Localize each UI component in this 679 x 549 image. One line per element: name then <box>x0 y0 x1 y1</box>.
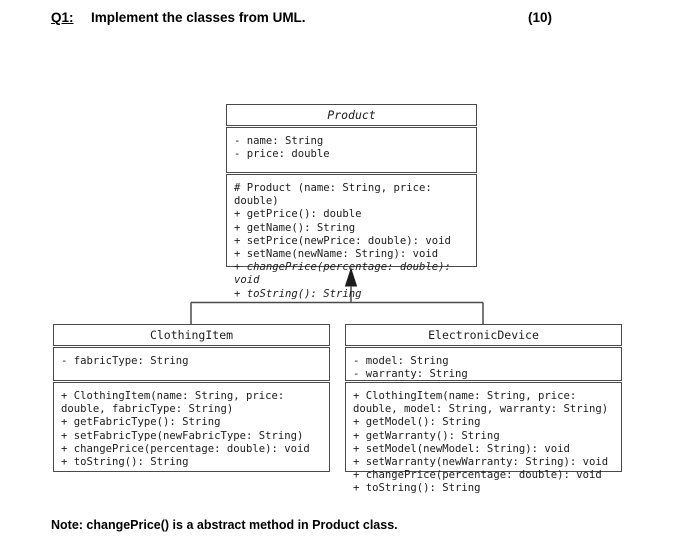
uml-operations-clothingitem: + ClothingItem(name: String, price: doub… <box>53 382 330 472</box>
uml-class-name-clothingitem: ClothingItem <box>53 324 330 346</box>
uml-attribute: - fabricType: String <box>61 355 189 367</box>
uml-class-product: Product - name: String - price: double #… <box>226 104 477 300</box>
uml-operation: + getModel(): String <box>353 416 481 429</box>
uml-operations-product: # Product (name: String, price: double) … <box>226 174 477 300</box>
uml-operation: + setModel(newModel: String): void <box>353 442 570 455</box>
uml-operation: + getWarranty(): String <box>353 429 500 442</box>
uml-operation: + setName(newName: String): void <box>234 248 439 261</box>
uml-attribute: - warranty: String <box>353 368 468 381</box>
uml-operation: + getFabricType(): String <box>61 416 221 429</box>
uml-operation: + getPrice(): double <box>234 208 362 221</box>
uml-operation: + ClothingItem(name: String, price: doub… <box>61 390 291 416</box>
uml-attributes-electronicdevice: - model: String - warranty: String <box>345 347 622 381</box>
uml-operation: + toString(): String <box>353 482 481 495</box>
uml-operation: # Product (name: String, price: double) <box>234 182 439 208</box>
uml-operation: + setPrice(newPrice: double): void <box>234 234 451 247</box>
uml-operation: + ClothingItem(name: String, price: doub… <box>353 390 609 416</box>
question-number: Q1: <box>51 10 74 25</box>
uml-operation: + changePrice(percentage: double): void <box>353 469 602 482</box>
uml-operation: + changePrice(percentage: double): void <box>61 442 310 455</box>
uml-operations-electronicdevice: + ClothingItem(name: String, price: doub… <box>345 382 622 494</box>
uml-attribute: - name: String <box>234 135 324 147</box>
uml-operation: + setFabricType(newFabricType: String) <box>61 429 304 442</box>
uml-attribute: - model: String <box>353 355 449 367</box>
uml-operation: + toString(): String <box>61 456 189 469</box>
footer-note: Note: changePrice() is a abstract method… <box>51 518 398 532</box>
uml-attribute: - price: double <box>234 148 330 161</box>
uml-operation: + setWarranty(newWarranty: String): void <box>353 456 609 469</box>
uml-class-clothingitem: ClothingItem - fabricType: String + Clot… <box>53 324 330 472</box>
uml-operation-abstract: + toString(): String <box>234 287 362 300</box>
uml-attributes-product: - name: String - price: double <box>226 127 477 173</box>
uml-operation: + getName(): String <box>234 221 356 234</box>
uml-class-name-product: Product <box>226 104 477 126</box>
uml-operation-abstract: + changePrice(percentage: double): void <box>234 261 458 287</box>
uml-class-name-electronicdevice: ElectronicDevice <box>345 324 622 346</box>
question-marks: (10) <box>528 10 553 25</box>
uml-class-electronicdevice: ElectronicDevice - model: String - warra… <box>345 324 622 494</box>
question-header: Q1: Implement the classes from UML. (10) <box>51 10 631 32</box>
uml-attributes-clothingitem: - fabricType: String <box>53 347 330 381</box>
question-text: Implement the classes from UML. <box>91 10 306 25</box>
